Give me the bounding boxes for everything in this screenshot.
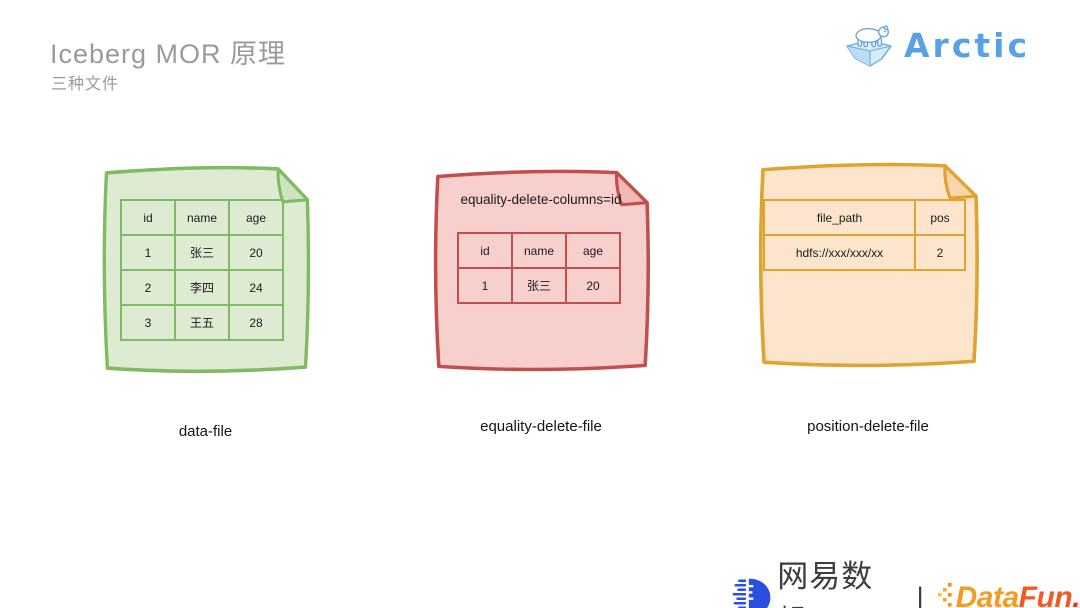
position-delete-file-card: file_path pos hdfs://xxx/xxx/xx 2: [753, 155, 983, 373]
datafun-logo: DataFun.: [937, 580, 1080, 608]
column-header: name: [174, 199, 230, 236]
table-cell: 3: [120, 304, 176, 341]
column-header: pos: [914, 199, 966, 236]
table-header-row: id name age: [120, 199, 284, 236]
column-header: name: [511, 232, 567, 269]
table-row: 3 王五 28: [120, 304, 284, 341]
datafun-text-data: Data: [955, 580, 1020, 608]
column-header: age: [565, 232, 621, 269]
data-file-table: id name age 1 张三 20 2 李四 24 3 王五 28: [120, 199, 284, 341]
page-subtitle: 三种文件: [51, 76, 120, 93]
datafun-text-dot: .: [1072, 580, 1080, 608]
netease-shufan-icon: [732, 578, 771, 608]
equality-delete-file-card: equality-delete-columns=id id name age 1…: [428, 162, 654, 377]
table-cell: hdfs://xxx/xxx/xx: [763, 234, 916, 271]
table-cell: 1: [120, 234, 176, 271]
arctic-logo: Arctic: [842, 18, 1030, 70]
table-row: 2 李四 24: [120, 269, 284, 306]
polar-bear-on-iceberg-icon: [846, 25, 892, 67]
table-cell: 20: [565, 267, 621, 304]
netease-shufan-logo-text: 网易数帆: [777, 559, 874, 608]
table-header-row: file_path pos: [763, 199, 966, 236]
table-cell: 1: [457, 267, 513, 304]
equality-delete-columns-note: equality-delete-columns=id: [460, 192, 622, 207]
column-header: id: [457, 232, 513, 269]
position-delete-table: file_path pos hdfs://xxx/xxx/xx 2: [763, 199, 966, 271]
table-row: 1 张三 20: [457, 267, 621, 304]
table-cell: 2: [914, 234, 966, 271]
footer-logos: 网易数帆 | DataFun.: [730, 553, 1080, 608]
data-file-label: data-file: [178, 423, 233, 440]
position-delete-file-label: position-delete-file: [807, 418, 929, 435]
equality-delete-file-label: equality-delete-file: [480, 418, 602, 435]
table-row: hdfs://xxx/xxx/xx 2: [763, 234, 966, 271]
table-cell: 王五: [174, 304, 230, 341]
datafun-dots-icon: [937, 582, 952, 607]
arctic-logo-text: Arctic: [904, 25, 1031, 65]
table-cell: 李四: [174, 269, 230, 306]
table-cell: 2: [120, 269, 176, 306]
table-row: 1 张三 20: [120, 234, 284, 271]
table-cell: 张三: [174, 234, 230, 271]
page-title: Iceberg MOR 原理: [50, 39, 287, 69]
datafun-text-fun: Fun: [1018, 580, 1073, 608]
datafun-logo-text: DataFun.: [955, 580, 1080, 608]
table-cell: 28: [228, 304, 284, 341]
equality-delete-table: id name age 1 张三 20: [457, 232, 621, 304]
table-cell: 张三: [511, 267, 567, 304]
column-header: file_path: [763, 199, 916, 236]
table-cell: 20: [228, 234, 284, 271]
column-header: age: [228, 199, 284, 236]
table-cell: 24: [228, 269, 284, 306]
data-file-card: id name age 1 张三 20 2 李四 24 3 王五 28: [97, 158, 314, 379]
column-header: id: [120, 199, 176, 236]
footer-divider: |: [916, 581, 924, 608]
table-header-row: id name age: [457, 232, 621, 269]
